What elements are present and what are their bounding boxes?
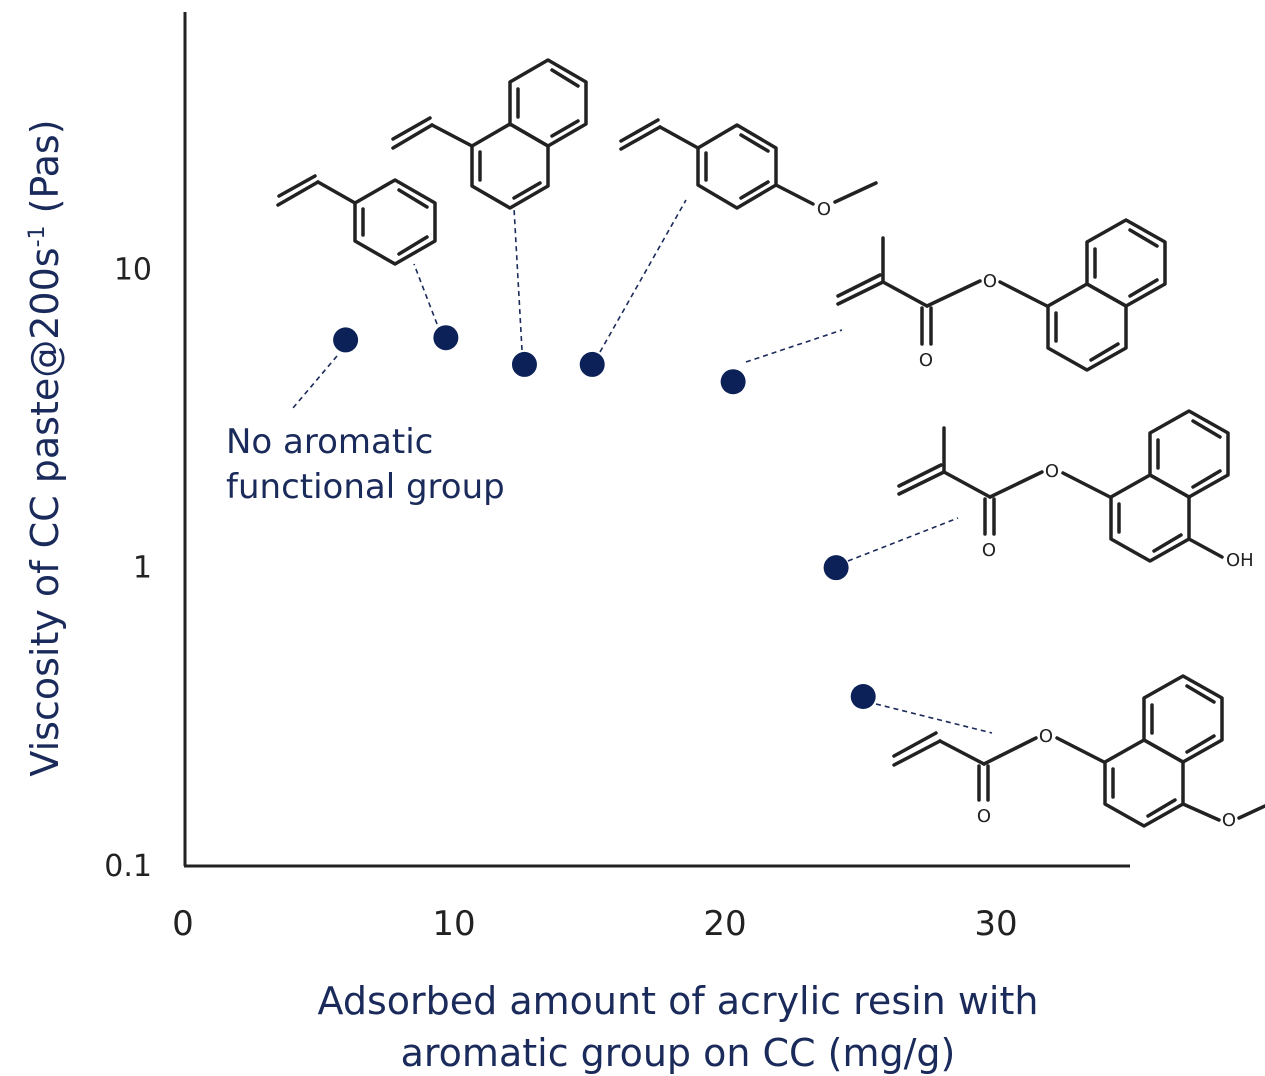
- x-tick-label-1: 10: [432, 904, 475, 944]
- x-tick-labels: 0 10 20 30: [172, 904, 1017, 944]
- methoxynaphthyl-ester-oxygen: O: [1039, 726, 1053, 747]
- leader-line-3: [513, 207, 523, 351]
- methoxystyrene-structure: [619, 118, 878, 210]
- x-tick-label-0: 0: [172, 904, 194, 944]
- x-tick-label-2: 20: [703, 904, 746, 944]
- y-tick-labels: 0.1 1 10: [104, 252, 152, 884]
- data-point-3: [511, 351, 537, 377]
- annotation-no-aromatic-line-2: functional group: [226, 467, 505, 507]
- y-tick-label-1: 1: [133, 551, 152, 586]
- naphthyl-methacrylate-carbonyl-oxygen: O: [919, 350, 933, 371]
- data-point-5: [720, 369, 746, 395]
- leader-line-7: [875, 703, 993, 734]
- hydroxynaphthyl-ester-oxygen: O: [1045, 461, 1059, 482]
- methoxystyrene-oxygen: O: [817, 199, 831, 220]
- hydroxynaphthyl-hydroxyl: OH: [1226, 550, 1254, 571]
- hydroxynaphthyl-methacrylate-structure: [897, 409, 1230, 563]
- vinylnaphthalene-structure: [391, 58, 588, 210]
- x-axis-title-line-1: Adsorbed amount of acrylic resin with: [318, 979, 1039, 1023]
- data-point-1: [333, 327, 359, 353]
- methoxynaphthyl-acrylate-structure: [892, 674, 1265, 828]
- annotation-no-aromatic-line-1: No aromatic: [226, 422, 433, 462]
- y-tick-label-0: 0.1: [104, 849, 152, 884]
- y-tick-label-2: 10: [114, 252, 152, 287]
- leader-line-2: [413, 263, 438, 325]
- methoxynaphthyl-methoxy-oxygen: O: [1222, 810, 1236, 831]
- x-axis-title-line-2: aromatic group on CC (mg/g): [401, 1031, 956, 1075]
- naphthyl-methacrylate-ester-oxygen: O: [983, 271, 997, 292]
- leader-line-6: [847, 517, 959, 562]
- leader-line-1: [292, 355, 338, 409]
- y-axis-title-unit: (Pas): [23, 119, 67, 225]
- hydroxynaphthyl-carbonyl-oxygen: O: [982, 540, 996, 561]
- x-tick-label-3: 30: [974, 904, 1017, 944]
- leader-line-4: [599, 199, 687, 353]
- leader-line-5: [745, 329, 843, 363]
- data-point-4: [579, 351, 605, 377]
- y-axis-title: Viscosity of CC paste@200s-1 (Pas): [23, 119, 67, 776]
- styrene-structure: [276, 174, 437, 266]
- data-point-7: [850, 683, 876, 709]
- leader-lines: [292, 199, 993, 734]
- methoxynaphthyl-carbonyl-oxygen: O: [977, 806, 991, 827]
- data-points: [333, 325, 876, 709]
- y-axis-title-main: Viscosity of CC paste@200s: [23, 247, 67, 776]
- y-axis-title-superscript: -1: [25, 225, 50, 247]
- data-point-2: [433, 325, 459, 351]
- naphthyl-methacrylate-structure: [836, 218, 1167, 372]
- data-point-6: [823, 555, 849, 581]
